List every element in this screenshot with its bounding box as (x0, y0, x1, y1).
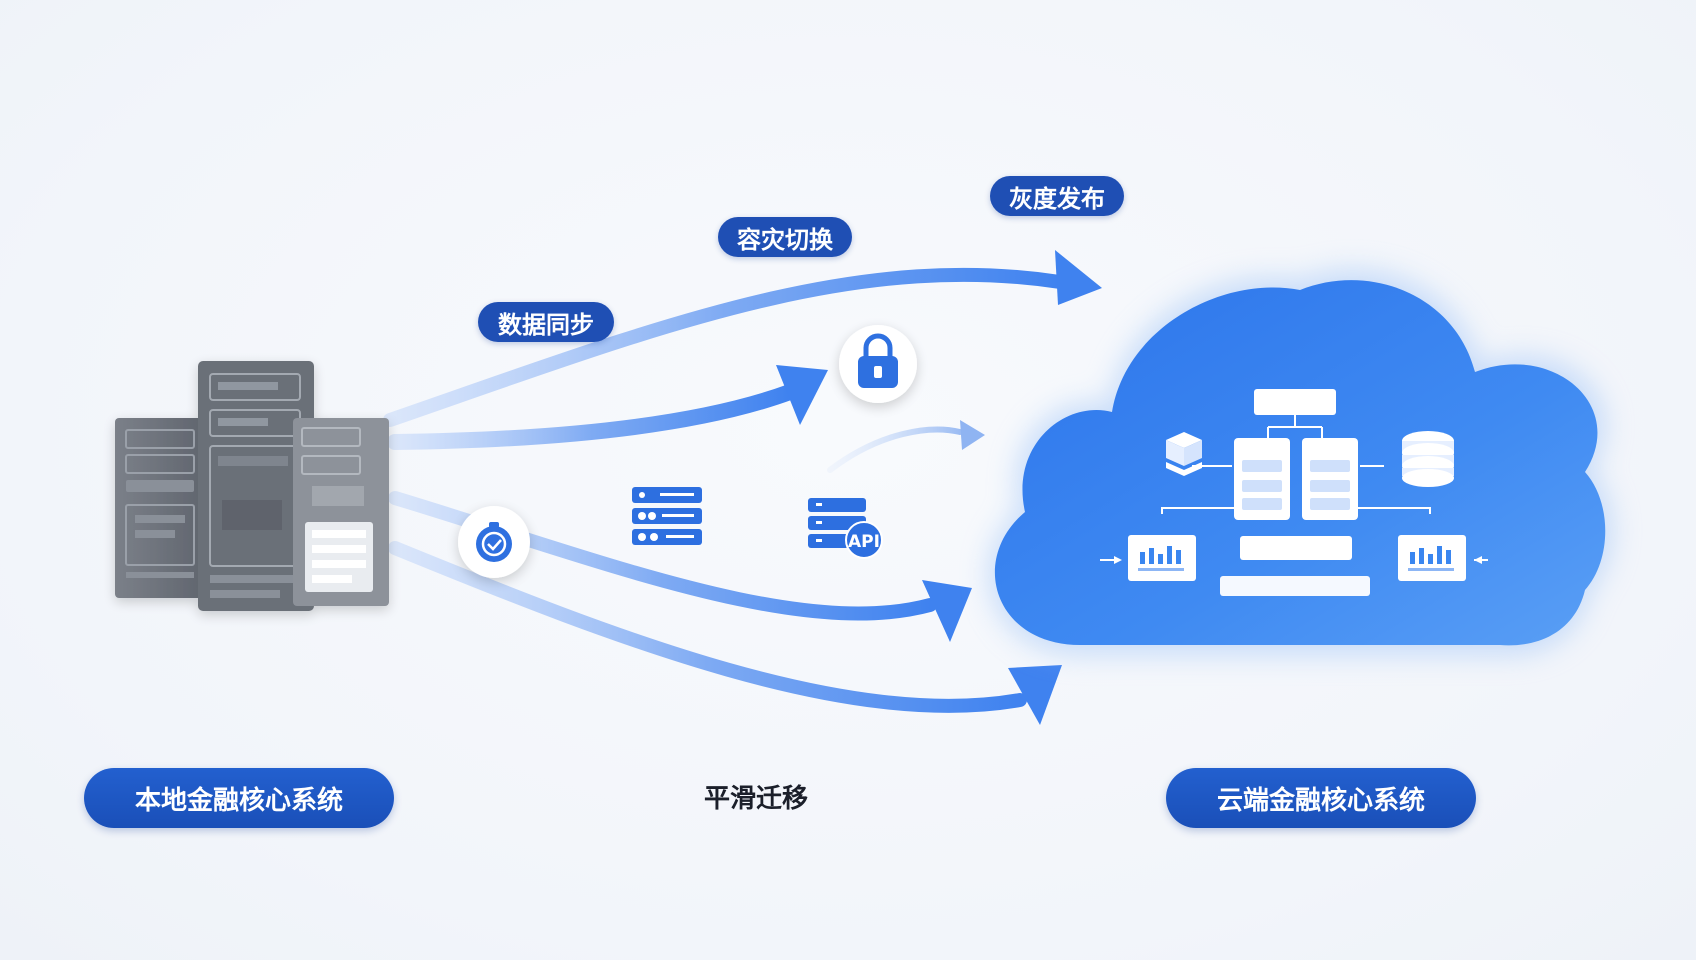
lock-icon (858, 333, 898, 388)
arrow-second-head (776, 365, 828, 425)
shield-badge (458, 506, 530, 578)
cube-icon (1166, 432, 1202, 476)
data-sync-label: 数据同步 (478, 302, 614, 342)
lock-badge (839, 325, 917, 403)
local-system-label: 本地金融核心系统 (84, 768, 394, 828)
arrow-bottom-head (1008, 665, 1062, 725)
arrow-second (387, 384, 798, 450)
gray-release-label: 灰度发布 (990, 176, 1124, 216)
server-rack-icon (115, 418, 205, 598)
arrow-top (383, 267, 1067, 427)
smooth-migration-label: 平滑迁移 (704, 784, 809, 814)
database-stack-icon (1402, 431, 1454, 487)
arrow-bottom (388, 541, 1027, 713)
api-server-icon: API (808, 498, 883, 559)
arrow-faint (827, 426, 963, 473)
shield-icon (476, 522, 512, 562)
local-server-racks (115, 361, 389, 611)
database-icon (632, 487, 702, 545)
arrow-top-head (1055, 250, 1102, 305)
arrow-faint-head (960, 420, 985, 450)
arrow-third-head (922, 580, 972, 642)
chart-box-icon (1128, 535, 1196, 581)
server-rack-icon (293, 418, 389, 606)
cloud-icon (988, 269, 1613, 656)
cloud-architecture (1100, 389, 1488, 596)
cloud-system-label: 云端金融核心系统 (1166, 768, 1476, 828)
chart-box-icon (1398, 535, 1466, 581)
api-label: API (848, 532, 880, 552)
disaster-switch-label: 容灾切换 (718, 217, 852, 257)
server-rack-icon (198, 361, 314, 611)
